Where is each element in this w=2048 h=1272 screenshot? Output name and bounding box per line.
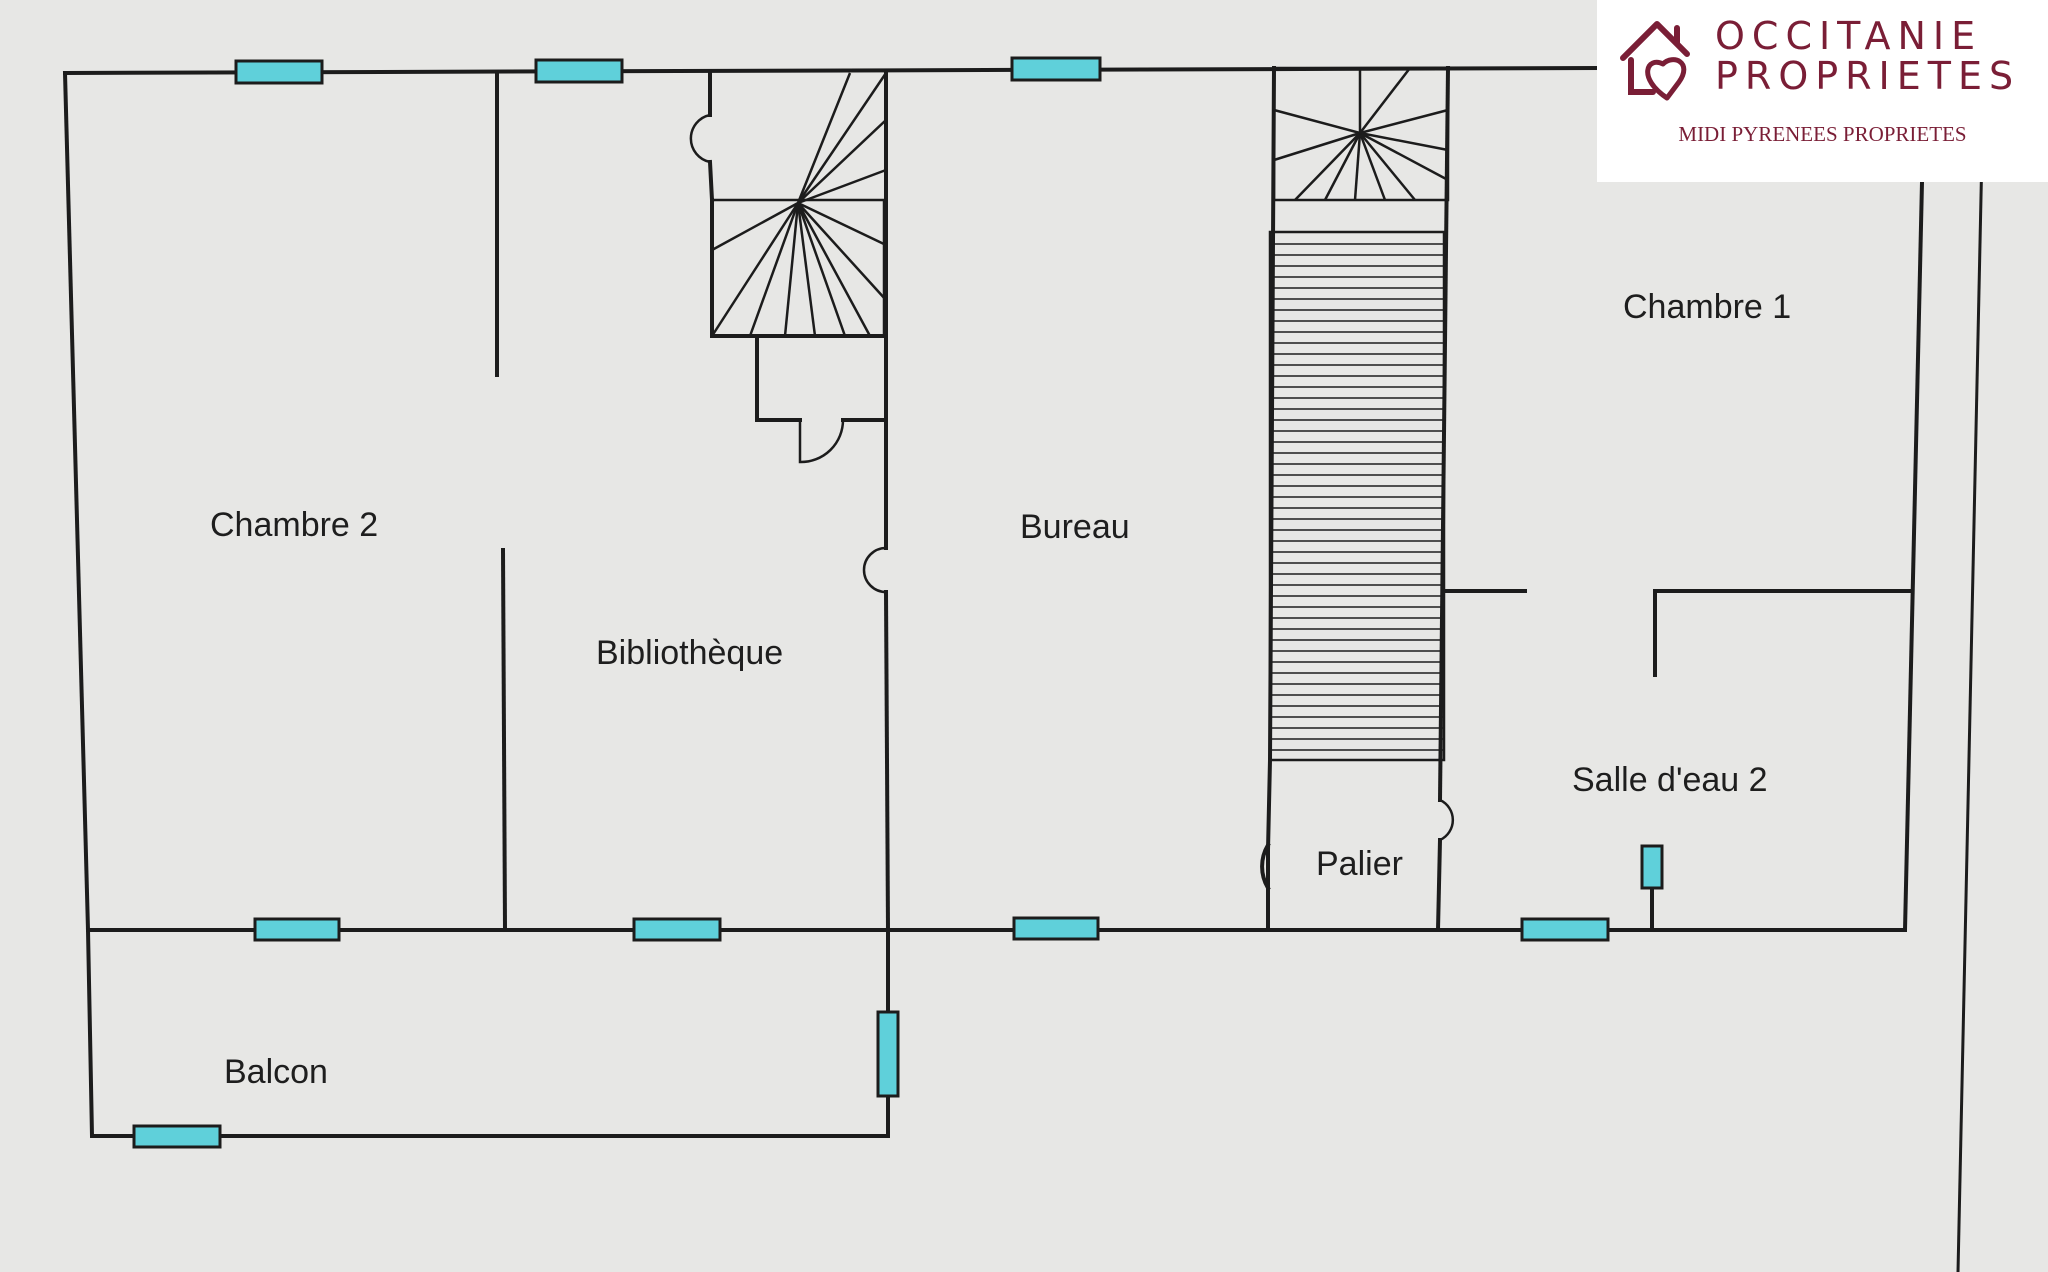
room-label-bibliotheque: Bibliothèque — [596, 634, 783, 672]
window — [1012, 916, 1100, 941]
logo-line2: PROPRIETES — [1715, 54, 2021, 98]
stair-steps — [1271, 243, 1443, 751]
house-heart-icon — [1620, 21, 1690, 101]
stair-right — [1268, 66, 1450, 762]
window — [1010, 56, 1102, 82]
logo-line1: OCCITANIE — [1715, 14, 1983, 58]
window — [632, 917, 722, 942]
walls — [62, 65, 1925, 1138]
window — [234, 59, 324, 85]
room-label-balcon: Balcon — [224, 1053, 328, 1091]
room-label-palier: Palier — [1316, 845, 1403, 883]
room-label-chambre2: Chambre 2 — [210, 506, 378, 544]
room-label-bureau: Bureau — [1020, 508, 1130, 546]
window — [1520, 917, 1610, 942]
windows — [132, 56, 1664, 1149]
room-label-chambre1: Chambre 1 — [1623, 288, 1791, 326]
logo-subtitle: MIDI PYRENEES PROPRIETES — [1678, 122, 1967, 146]
window — [253, 917, 341, 942]
window — [1640, 844, 1664, 890]
screen-edge-line — [1956, 149, 1984, 1272]
room-label-salle-eau2: Salle d'eau 2 — [1572, 761, 1768, 799]
window — [132, 1124, 222, 1149]
window — [534, 58, 624, 84]
brand-logo: OCCITANIE PROPRIETES MIDI PYRENEES PROPR… — [1597, 0, 2048, 182]
stair-left — [710, 72, 888, 338]
window — [876, 1010, 900, 1098]
